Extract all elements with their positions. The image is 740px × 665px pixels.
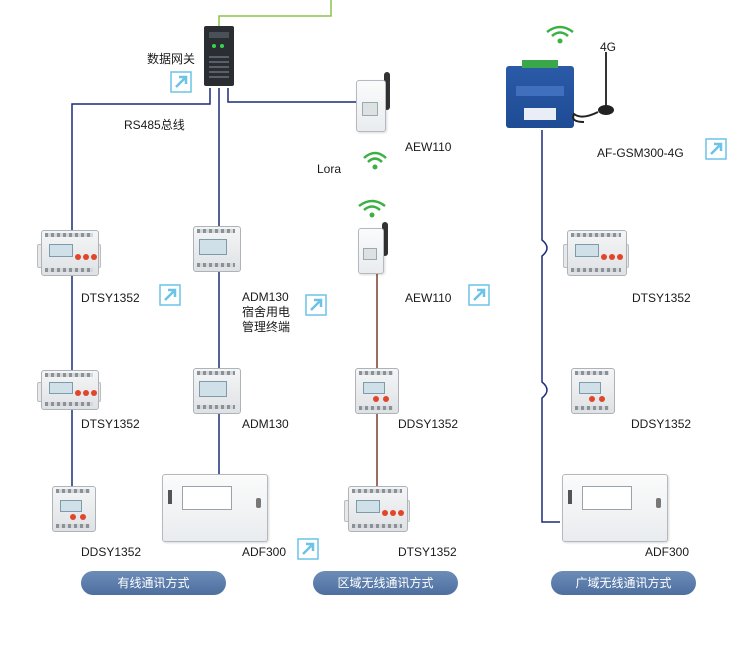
aew110-mid-label: AEW110 <box>405 291 452 305</box>
aew110-device-top <box>356 72 396 132</box>
c2-r2-label: ADM130 <box>242 417 289 431</box>
col4-wire <box>541 130 560 523</box>
antenna-icon <box>572 50 622 126</box>
link-out-icon[interactable] <box>170 71 192 93</box>
rs485-bus-wire <box>71 88 211 232</box>
c1-r1-label: DTSY1352 <box>81 291 140 305</box>
link-out-icon[interactable] <box>468 284 490 306</box>
link-out-icon[interactable] <box>705 138 727 160</box>
c2-r3-label: ADF300 <box>242 545 287 559</box>
meter-ddsy1352-c1r3 <box>52 486 96 532</box>
c2-r1-label-line1: ADM130 <box>242 290 289 304</box>
wifi-icon <box>357 198 387 220</box>
c4-r2-label: DDSY1352 <box>631 417 692 431</box>
mode-wan-wireless-pill: 广域无线通讯方式 <box>551 571 696 595</box>
c4-r3-label: ADF300 <box>645 545 690 559</box>
cabinet-adf300-c2r3 <box>162 474 270 542</box>
meter-dtsy1352-c1r2 <box>37 370 101 410</box>
link-out-icon[interactable] <box>297 538 319 560</box>
mode-lan-wireless-pill: 区域无线通讯方式 <box>313 571 458 595</box>
aew110-top-label: AEW110 <box>405 140 452 154</box>
mode-wired-pill: 有线通讯方式 <box>81 571 226 595</box>
c4-r1-label: DTSY1352 <box>632 291 691 305</box>
rs485-label: RS485总线 <box>124 118 185 132</box>
c3-r2-label: DDSY1352 <box>398 417 459 431</box>
meter-adm130-c2r2 <box>193 368 241 414</box>
gsm-device <box>506 60 574 128</box>
c2-r1-label-line3: 管理终端 <box>242 320 291 334</box>
gateway-to-aew-wire <box>227 88 356 103</box>
meter-ddsy1352-c3r2 <box>355 368 399 414</box>
meter-ddsy1352-c4r2 <box>571 368 615 414</box>
c1-r2-label: DTSY1352 <box>81 417 140 431</box>
c3-r3-label: DTSY1352 <box>398 545 457 559</box>
wifi-icon <box>545 24 575 46</box>
meter-dtsy1352-c3r3 <box>344 486 410 532</box>
gateway-label: 数据网关 <box>147 52 196 66</box>
c2-r1-label-line2: 宿舍用电 <box>242 305 291 319</box>
gsm-model-label: AF-GSM300-4G <box>597 146 684 160</box>
cabinet-adf300-c4r3 <box>562 474 670 542</box>
data-gateway-device <box>204 26 234 86</box>
meter-dtsy1352-c4r1 <box>563 230 629 276</box>
uplink-wire <box>218 0 332 28</box>
meter-dtsy1352-c1r1 <box>37 230 101 276</box>
wifi-icon <box>362 150 388 172</box>
aew110-device-mid <box>358 222 394 274</box>
link-out-icon[interactable] <box>305 294 327 316</box>
meter-adm130-c2r1 <box>193 226 241 272</box>
4g-label: 4G <box>600 40 617 54</box>
link-out-icon[interactable] <box>159 284 181 306</box>
lora-label: Lora <box>317 162 342 176</box>
c1-r3-label: DDSY1352 <box>81 545 142 559</box>
